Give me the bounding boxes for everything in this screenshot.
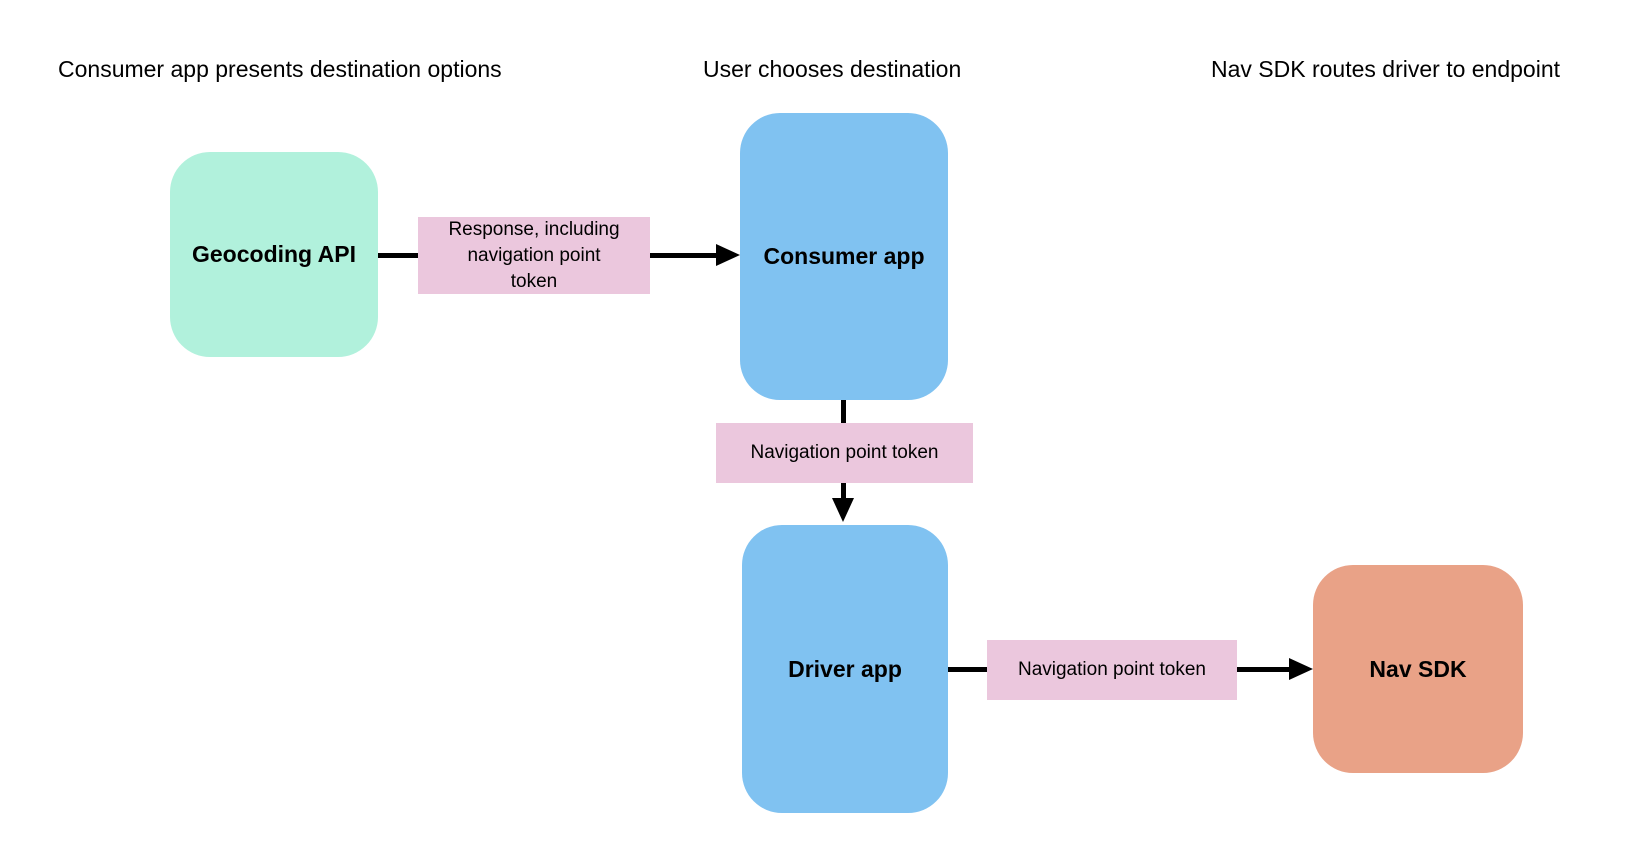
arrowhead-right-icon — [1289, 658, 1313, 680]
arrowhead-right-icon — [716, 244, 740, 266]
step-header-user-chooses: User chooses destination — [703, 56, 962, 82]
edge-label-response-text: Response, including navigation point tok… — [448, 218, 620, 292]
node-driver-app-label: Driver app — [788, 655, 902, 682]
node-geocoding-api: Geocoding API — [170, 152, 378, 357]
edge-label-navigation-point-token-1: Navigation point token — [716, 423, 973, 483]
node-consumer-app-label: Consumer app — [763, 243, 925, 269]
edge-label-token-1-text: Navigation point token — [750, 442, 939, 463]
edge-label-to-navsdk-line — [1237, 667, 1290, 672]
node-consumer-app: Consumer app — [740, 113, 948, 400]
node-geocoding-api-label: Geocoding API — [192, 241, 356, 267]
arrowhead-down-icon — [832, 498, 854, 522]
edge-driver-to-label-line — [948, 667, 987, 672]
step-header-consumer-presents: Consumer app presents destination option… — [58, 56, 502, 82]
node-nav-sdk-label: Nav SDK — [1369, 655, 1467, 682]
edge-label-navigation-point-token-2: Navigation point token — [987, 640, 1237, 700]
step-header-nav-sdk-routes: Nav SDK routes driver to endpoint — [1211, 56, 1561, 82]
node-driver-app: Driver app — [742, 525, 948, 813]
edge-label-token-2-text: Navigation point token — [1017, 659, 1206, 680]
node-nav-sdk: Nav SDK — [1313, 565, 1523, 773]
edge-label-to-driver-line — [841, 483, 846, 499]
edge-geocoding-to-label-line — [378, 253, 418, 258]
edge-label-to-consumer-line — [650, 253, 717, 258]
edge-label-response-including-token: Response, including navigation point tok… — [418, 217, 650, 294]
edge-consumer-to-label-line — [841, 400, 846, 423]
